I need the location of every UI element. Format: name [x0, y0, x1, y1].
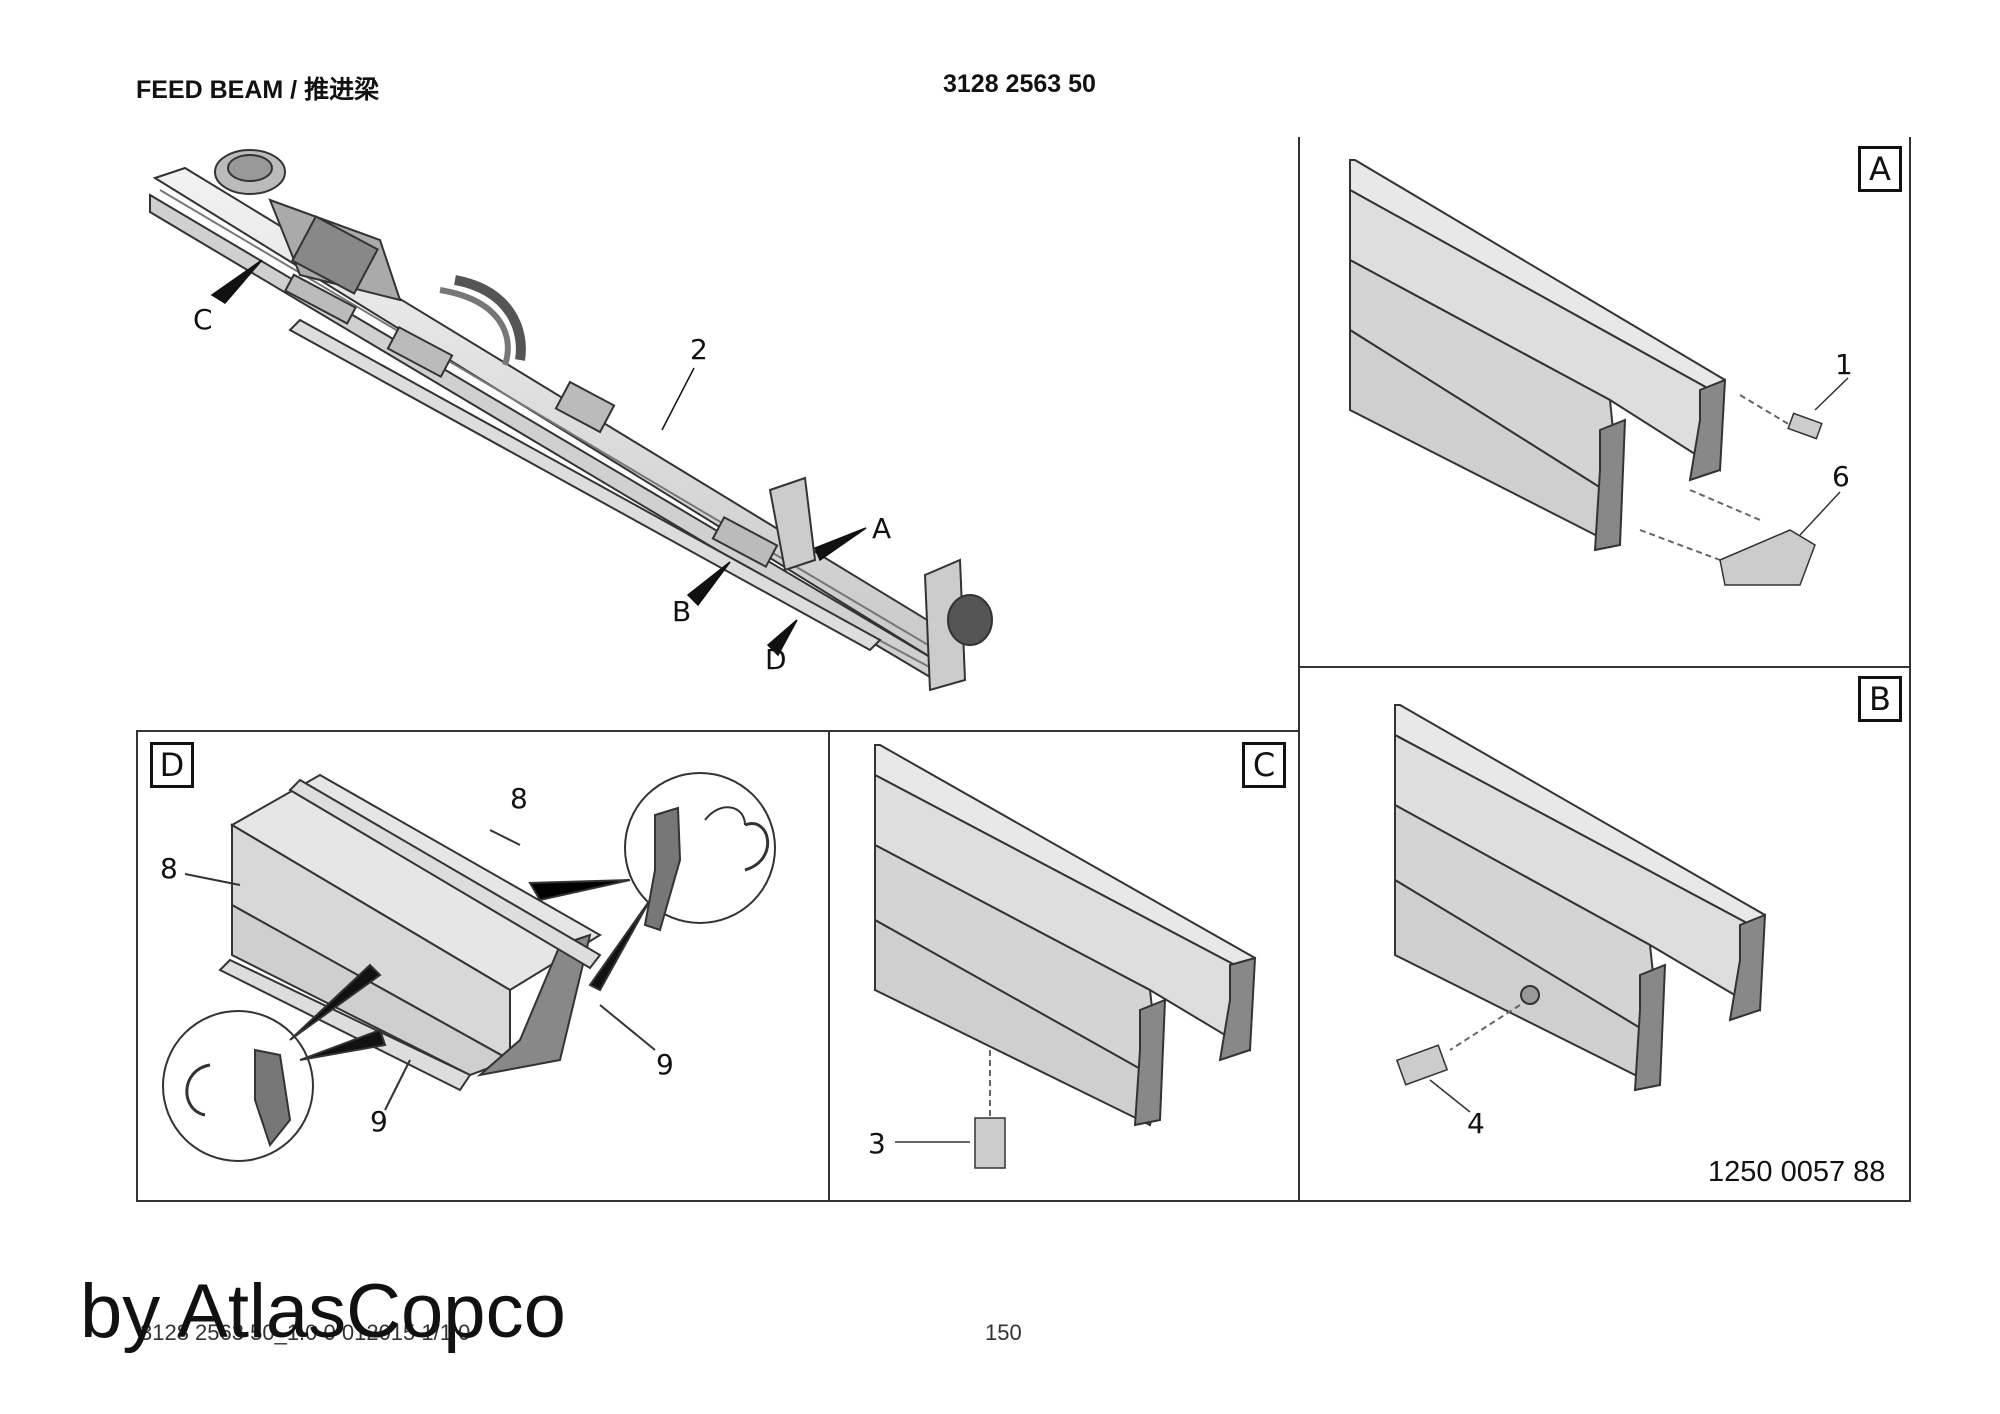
callout-d-9-bottom: 9 [370, 1105, 388, 1138]
panel-label-b: B [1858, 676, 1902, 722]
page-title: FEED BEAM / 推进梁 [136, 76, 380, 104]
callout-main-2: 2 [690, 333, 708, 366]
callout-main-c: C [193, 303, 213, 336]
callout-a-1: 1 [1835, 348, 1853, 381]
spring-pin-3 [895, 1117, 1006, 1169]
callout-b-4: 4 [1467, 1107, 1485, 1140]
rail-detail-c [874, 744, 1257, 1127]
set-screw-1 [1787, 377, 1849, 440]
callout-main-a: A [872, 512, 892, 545]
frame-bottom [136, 1200, 1911, 1202]
frame-right-edge [1909, 137, 1911, 1202]
pad-6 [1719, 491, 1841, 586]
feed-beam-assembly [149, 149, 993, 692]
page-number: 150 [985, 1320, 1022, 1345]
reference-number: 1250 0057 88 [1708, 1156, 1886, 1188]
frame-lower-left [136, 730, 138, 1202]
frame-vertical-main [1298, 137, 1300, 1202]
callout-main-b: B [672, 595, 692, 628]
callout-main-d: D [765, 643, 787, 676]
callout-d-9-right: 9 [656, 1048, 674, 1081]
rail-detail-d [184, 773, 656, 1111]
main-callout-arrows [210, 259, 867, 657]
callout-d-8-left: 8 [160, 852, 178, 885]
callout-d-8-top: 8 [510, 782, 528, 815]
panel-label-d: D [150, 742, 194, 788]
rail-detail-b [1394, 704, 1767, 1092]
part-number: 3128 2563 50 [943, 70, 1096, 98]
footer-doc-code: 3128 2563 50_1.0 0 012015 1/1 0 [140, 1320, 471, 1345]
frame-lower-top [136, 730, 1300, 732]
magnifier-top [528, 772, 776, 992]
panel-label-a: A [1858, 146, 1902, 192]
frame-mid-horizontal [1298, 666, 1911, 668]
callout-a-6: 6 [1832, 460, 1850, 493]
frame-lower-divider [828, 730, 830, 1202]
panel-label-c: C [1242, 742, 1286, 788]
magnifier-bottom [162, 963, 387, 1162]
callout-c-3: 3 [868, 1127, 886, 1160]
watermark: by AtlasCopco [80, 1269, 566, 1354]
set-screw-4 [1395, 1044, 1471, 1113]
rail-detail-a [1349, 159, 1791, 561]
